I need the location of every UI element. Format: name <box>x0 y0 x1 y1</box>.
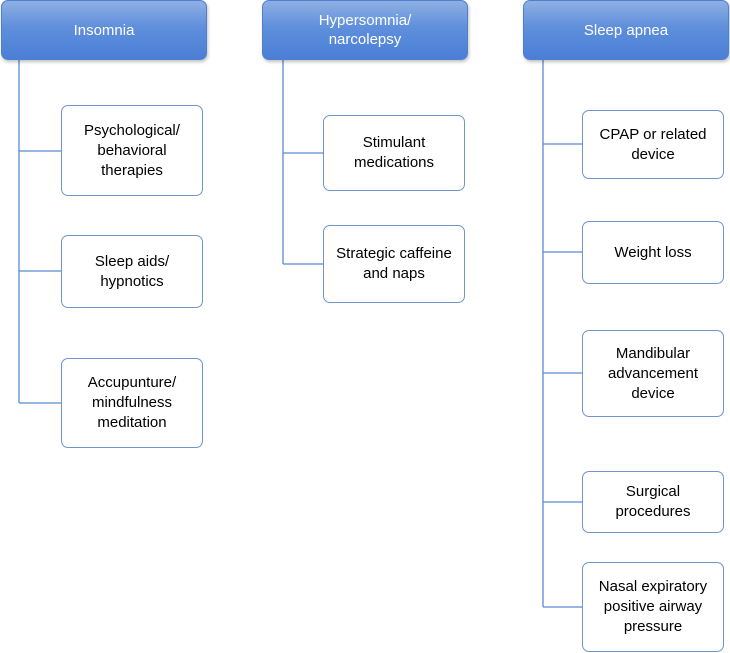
box-sleep-aids: Sleep aids/ hypnotics <box>61 235 203 308</box>
box-weight-loss: Weight loss <box>582 221 724 284</box>
box-psychological-therapies: Psychological/ behavioral therapies <box>61 105 203 196</box>
header-hypersomnia: Hypersomnia/ narcolepsy <box>262 0 468 60</box>
box-mandibular-device: Mandibular advancement device <box>582 330 724 417</box>
box-surgical-procedures: Surgical procedures <box>582 471 724 533</box>
box-nasal-epap: Nasal expiratory positive airway pressur… <box>582 562 724 652</box>
header-sleep-apnea: Sleep apnea <box>523 0 729 60</box>
box-acupuncture-meditation: Accupunture/ mindfulness meditation <box>61 358 203 448</box>
box-caffeine-naps: Strategic caffeine and naps <box>323 225 465 303</box>
box-cpap: CPAP or related device <box>582 110 724 179</box>
box-stimulant-medications: Stimulant medications <box>323 115 465 191</box>
header-insomnia: Insomnia <box>1 0 207 60</box>
